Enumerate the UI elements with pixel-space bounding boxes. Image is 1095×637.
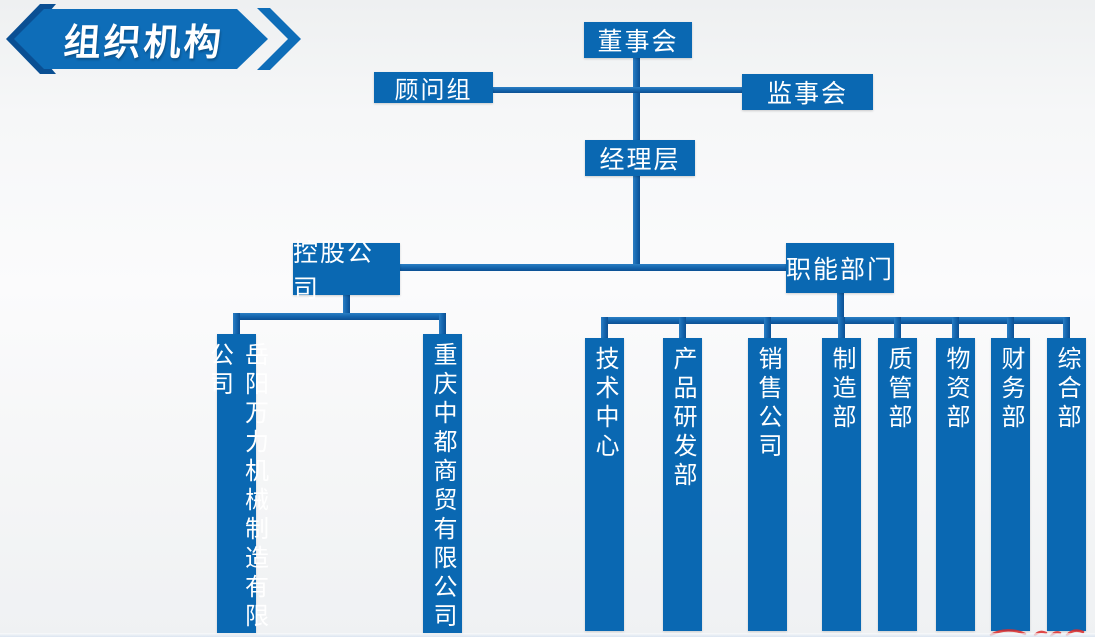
- connector-stub-dept-6: [952, 317, 959, 340]
- column-department-2[interactable]: 产品研发部: [663, 338, 702, 631]
- connector-functional-down: [837, 292, 844, 324]
- column-department-5[interactable]: 质管部: [878, 338, 917, 631]
- column-holding-company-2[interactable]: 重庆中都商贸有限公司: [423, 334, 462, 633]
- connector-stub-dept-3: [764, 317, 771, 340]
- connector-holding-rail: [233, 313, 446, 320]
- bottom-edge-strip: [0, 633, 1095, 637]
- connector-functional-rail: [601, 317, 1070, 324]
- node-holding[interactable]: 控股公司: [293, 239, 400, 303]
- connector-stub-dept-5: [894, 317, 901, 340]
- column-department-4[interactable]: 制造部: [822, 338, 861, 631]
- connector-advisory-supervisory: [492, 87, 743, 93]
- column-department-8[interactable]: 综合部: [1047, 338, 1086, 631]
- connector-stub-company-2: [439, 313, 446, 339]
- column-department-7[interactable]: 财务部: [991, 338, 1030, 631]
- node-functional[interactable]: 职能部门: [786, 243, 894, 293]
- node-advisory[interactable]: 顾问组: [374, 72, 493, 104]
- connector-holding-functional: [399, 264, 787, 271]
- node-supervisory[interactable]: 监事会: [742, 74, 873, 110]
- title-right-chevron-icon: [257, 8, 301, 70]
- connector-stub-dept-8: [1063, 317, 1070, 340]
- connector-stub-company-1: [233, 313, 240, 335]
- page-title: 组织机构: [62, 22, 226, 63]
- title-banner-shape: [6, 4, 301, 74]
- title-hexagon: [14, 9, 268, 69]
- title-banner: 组织机构: [0, 0, 308, 80]
- column-department-6[interactable]: 物资部: [936, 338, 975, 631]
- node-management[interactable]: 经理层: [585, 140, 695, 176]
- connector-stub-dept-4: [838, 317, 845, 340]
- node-board[interactable]: 董事会: [584, 22, 692, 58]
- connector-board-management: [633, 56, 640, 142]
- connector-holding-down: [343, 294, 350, 320]
- column-department-3[interactable]: 销售公司: [748, 338, 787, 631]
- connector-management-branch: [633, 175, 640, 270]
- column-holding-company-1[interactable]: 岳阳万力机械制造有限公司: [206, 334, 268, 633]
- connector-stub-dept-7: [1007, 317, 1014, 340]
- connector-stub-dept-2: [679, 317, 686, 340]
- column-department-1[interactable]: 技术中心: [585, 338, 624, 631]
- connector-stub-dept-1: [601, 317, 608, 340]
